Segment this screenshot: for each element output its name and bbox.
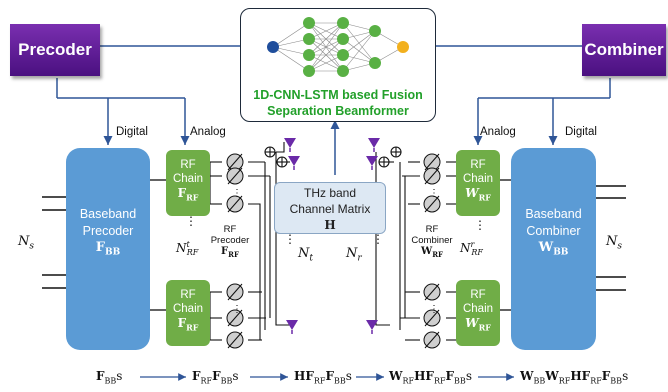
channel-line2: Channel Matrix	[289, 202, 371, 216]
tx-rf-chain-bottom-line2: Chain	[172, 303, 204, 315]
tx-digital-label: Digital	[116, 126, 148, 138]
nn-title-line2: Separation Beamformer	[267, 104, 409, 118]
tx-antenna-ellipsis: ⋮	[284, 232, 296, 246]
tx-rf-chain-bottom: RF Chain FRF	[166, 280, 210, 346]
rx-rf-chain-top-symbol: WRF	[465, 186, 491, 203]
baseband-combiner-line2: Combiner	[526, 224, 581, 238]
equation-4: WRFHFRFFBBs	[389, 369, 472, 386]
tx-rf-chain-top-symbol: FRF	[177, 186, 199, 203]
rx-antenna-icon	[366, 138, 380, 334]
equation-3: HFRFFBBs	[294, 369, 352, 386]
nt-label: Nt	[298, 246, 313, 264]
rf-precoder-label: RF Precoder FRF	[200, 224, 260, 260]
rx-rf-chain-top: RF Chain WRF	[456, 150, 500, 216]
tx-analog-label: Analog	[190, 126, 226, 138]
baseband-combiner-block: Baseband Combiner WBB	[511, 148, 596, 350]
rx-antenna-ellipsis: ⋮	[372, 232, 384, 246]
baseband-precoder-line2: Precoder	[82, 224, 134, 238]
precoder-box: Precoder	[10, 24, 100, 76]
channel-line1: THz band	[303, 186, 357, 200]
nn-title-line1: 1D-CNN-LSTM based Fusion	[253, 88, 423, 102]
rf-precoder-symbol: FRF	[221, 246, 239, 259]
baseband-combiner-symbol: WBB	[538, 240, 569, 258]
rx-digital-label: Digital	[565, 126, 597, 138]
rf-combiner-line1: RF	[425, 224, 439, 235]
rx-chain-ellipsis: ⋮	[474, 218, 486, 232]
rx-ns-label: Ns	[606, 234, 622, 252]
rx-rf-chain-top-line1: RF	[470, 159, 486, 171]
rx-nrf-label: NrRF	[460, 240, 483, 258]
tx-rf-chain-top-line1: RF	[180, 159, 196, 171]
rf-precoder-line2: Precoder	[210, 235, 250, 246]
nr-label: Nr	[346, 246, 362, 264]
svg-text:⋮: ⋮	[232, 188, 242, 199]
rf-combiner-line2: Combiner	[411, 235, 453, 246]
tx-nrf-label: NtRF	[176, 240, 199, 258]
tx-rf-chain-bottom-line1: RF	[180, 289, 196, 301]
svg-text:⋮: ⋮	[429, 188, 439, 199]
svg-text:⋮: ⋮	[232, 304, 242, 315]
channel-matrix-box: THz band Channel Matrix H	[274, 182, 386, 234]
baseband-precoder-block: Baseband Precoder FBB	[66, 148, 150, 350]
baseband-combiner-line1: Baseband	[525, 207, 582, 221]
tx-antenna-icon	[284, 138, 300, 334]
neural-network-box: 1D-CNN-LSTM based Fusion Separation Beam…	[240, 8, 436, 122]
rx-analog-label: Analog	[480, 126, 516, 138]
rx-rf-chain-bottom-line2: Chain	[462, 303, 494, 315]
rx-rf-chain-top-line2: Chain	[462, 173, 494, 185]
rf-precoder-line1: RF	[223, 224, 237, 235]
svg-text:⋮: ⋮	[429, 304, 439, 315]
tx-rf-chain-bottom-symbol: FRF	[177, 316, 199, 333]
equation-5: WBBWRFHFRFFBBs	[520, 369, 629, 386]
tx-rf-chain-top: RF Chain FRF	[166, 150, 210, 216]
combiner-box: Combiner	[582, 24, 666, 76]
tx-rf-chain-top-line2: Chain	[172, 173, 204, 185]
baseband-precoder-symbol: FBB	[95, 240, 121, 258]
baseband-precoder-line1: Baseband	[79, 207, 137, 221]
tx-ns-label: Ns	[18, 234, 34, 252]
equation-1: FBBs	[96, 369, 123, 386]
rx-rf-chain-bottom: RF Chain WRF	[456, 280, 500, 346]
equation-2: FRFFBBs	[192, 369, 239, 386]
neural-network-icon	[267, 17, 409, 77]
channel-symbol: H	[324, 218, 336, 232]
rx-rf-chain-bottom-line1: RF	[470, 289, 486, 301]
rf-combiner-label: RF Combiner WRF	[404, 224, 460, 260]
rx-phase-shifters	[423, 153, 441, 349]
tx-phase-shifters	[226, 153, 244, 349]
rx-rf-chain-bottom-symbol: WRF	[465, 316, 491, 333]
rf-combiner-symbol: WRF	[420, 246, 444, 259]
